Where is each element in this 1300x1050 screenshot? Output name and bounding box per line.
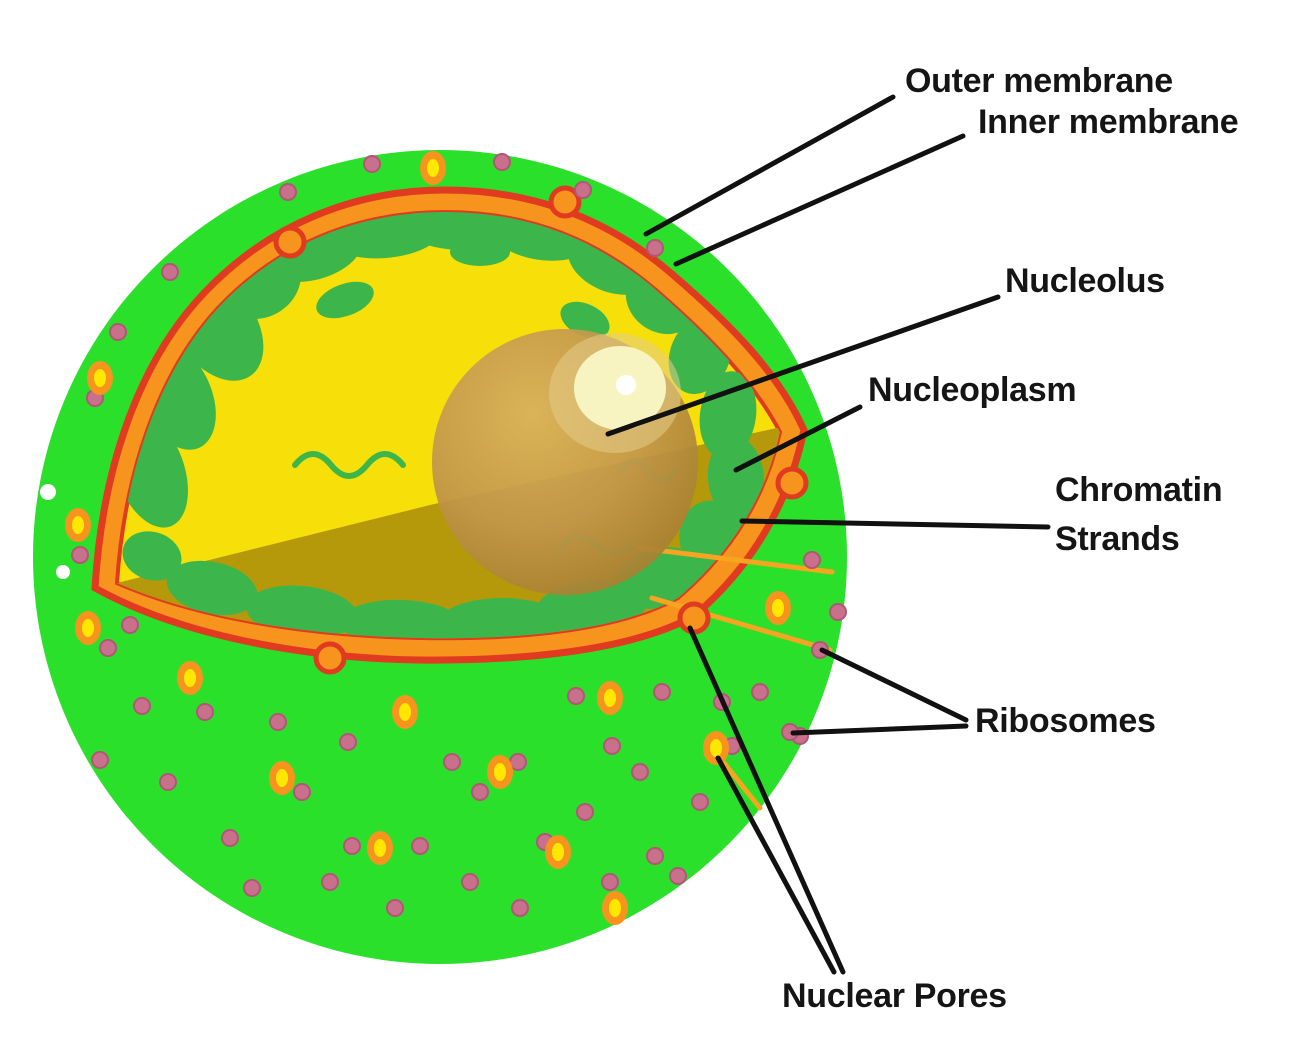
nuclear-pores — [273, 185, 809, 675]
leader-nucleoplasm — [733, 404, 863, 473]
ribosome-dots — [71, 153, 847, 917]
label-chromatin-line1: Chromatin — [1055, 471, 1223, 509]
nucleolus-specular-dot — [616, 375, 636, 395]
leader-inner-membrane — [673, 133, 966, 267]
leader-outer-membrane — [643, 94, 896, 237]
label-ribosomes: Ribosomes — [975, 702, 1156, 740]
leader-chromatin — [739, 518, 1051, 530]
label-chromatin-strands: Chromatin Strands — [1055, 466, 1223, 565]
white-dots — [40, 484, 70, 579]
leader-nuclear-pores-2 — [715, 755, 837, 975]
label-nuclear-pores: Nuclear Pores — [782, 977, 1007, 1015]
label-outer-membrane: Outer membrane — [905, 62, 1173, 100]
leader-ribosomes-1 — [819, 647, 969, 723]
orange-granules — [65, 151, 791, 925]
nucleolus-shape — [432, 329, 698, 595]
leader-nuclear-pores-1 — [687, 625, 846, 975]
leader-ribosomes-2 — [790, 723, 969, 736]
label-chromatin-line2: Strands — [1055, 520, 1180, 559]
label-nucleoplasm: Nucleoplasm — [868, 371, 1077, 409]
label-nucleolus: Nucleolus — [1005, 262, 1165, 300]
leader-nucleolus — [605, 294, 1001, 437]
label-inner-membrane: Inner membrane — [978, 103, 1239, 141]
